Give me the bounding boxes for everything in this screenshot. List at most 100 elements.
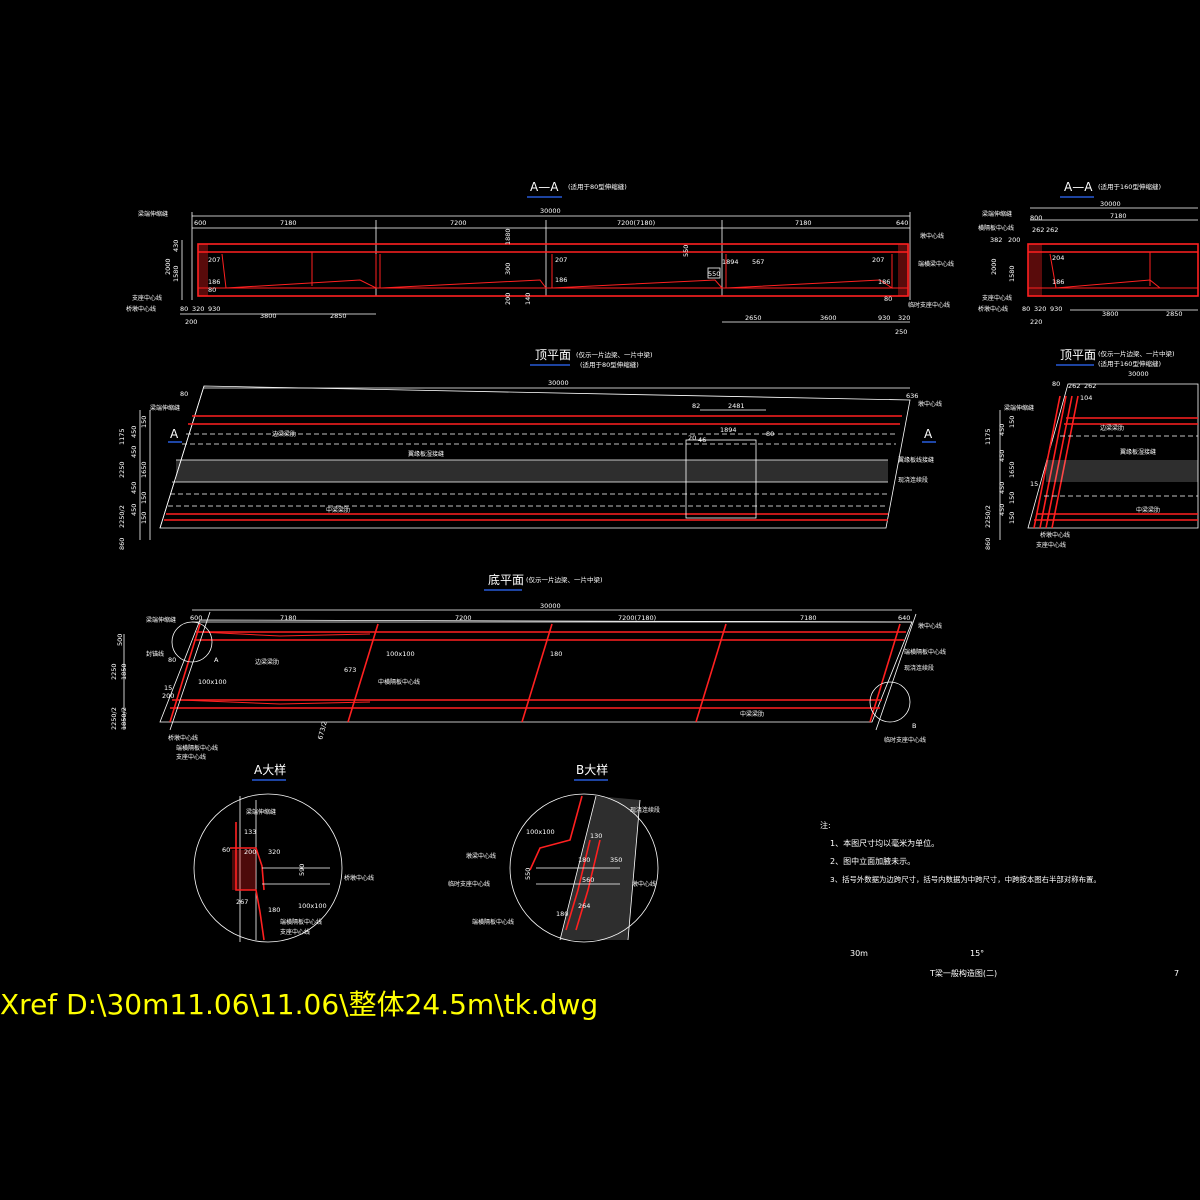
bottom-dim: 320 (898, 314, 910, 322)
bottom-outline (159, 619, 913, 723)
end-dim: 80 (180, 390, 188, 398)
label-edge-rib: 边梁梁肋 (1100, 424, 1124, 432)
label-temp-support: 临时支座中心线 (448, 880, 490, 888)
detail-dim: 186 (1052, 278, 1064, 286)
detail-dim: 262 (1046, 226, 1058, 234)
bottom-dim: 930 (208, 305, 220, 313)
side-dim: 450 (998, 504, 1006, 516)
label-mid-rib: 中梁梁肋 (740, 710, 764, 718)
notes-heading: 注: (820, 820, 831, 830)
detail-dim: 180 (268, 906, 280, 914)
detail-dim: 267 (236, 898, 248, 906)
label-expansion-joint: 梁端伸缩缝 (146, 616, 176, 624)
label-pier-centerline-right: 墩中心线 (920, 232, 944, 240)
bottom-dim: 3600 (820, 314, 837, 322)
detail-dim: 130 (590, 832, 602, 840)
web-haunch (725, 254, 893, 289)
height-dim: 430 (172, 240, 180, 252)
label-expansion-joint: 梁端伸缩缝 (138, 210, 168, 218)
label-pier-centerline: 墩中心线 (632, 880, 656, 888)
chamfer-callout: 100x100 (198, 678, 227, 686)
height-dim: 2000 (990, 258, 998, 275)
label-end-diaphragm: 端横梁中心线 (918, 260, 954, 268)
detail-dim: 550 (708, 270, 720, 278)
label-expansion-joint: 梁端伸缩缝 (150, 404, 180, 412)
label-pier-centerline-right: 墩中心线 (918, 622, 942, 630)
label-pier-centerline: 桥墩中心线 (978, 305, 1008, 313)
end-block-left (198, 244, 208, 296)
detail-dim: 186 (208, 278, 220, 286)
side-dim: 450 (130, 504, 138, 516)
section-aa-main-title: A—A (530, 180, 559, 194)
side-dim: 2250 (118, 461, 126, 478)
label-cast-in-place: 现浇连续段 (904, 664, 934, 672)
section-marker-a-right: A (924, 427, 933, 441)
label-temp-support: 临时支座中心线 (884, 736, 926, 744)
bottom-dim: 930 (1050, 305, 1062, 313)
chamfer-callout: 100x100 (386, 650, 415, 658)
plan-top-main: 顶平面 (仅示一片边梁、一片中梁) (适用于80型伸缩缝) 30000 80 6… (118, 348, 942, 550)
mid-block (685, 439, 757, 519)
bottom-dim: 250 (895, 328, 907, 336)
rib-fill (232, 850, 256, 890)
span-dim: 7200(7180) (617, 219, 655, 227)
side-dim: 150 (1008, 416, 1016, 428)
label-expansion-joint: 梁端伸缩缝 (982, 210, 1012, 218)
label-pier-centerline: 桥墩中心线 (126, 305, 156, 313)
end-block-right (898, 244, 910, 296)
bottom-dim: 320 (192, 305, 204, 313)
side-dim: 450 (998, 450, 1006, 462)
xref-path: Xref D:\30m11.06\11.06\整体24.5m\tk.dwg (0, 988, 598, 1021)
side-dim: 450 (130, 482, 138, 494)
label-flange-joint: 翼缘板线接缝 (898, 456, 934, 464)
detail-dim: 382 (990, 236, 1002, 244)
side-dim: 450 (130, 426, 138, 438)
total-length: 30000 (540, 207, 561, 215)
wet-joint-hatch (1046, 460, 1198, 482)
bottom-dim: 3800 (1102, 310, 1119, 318)
side-dim: 500 (116, 634, 124, 646)
side-dim: 1650 (140, 461, 148, 478)
section-aa-side-title: A—A (1064, 180, 1093, 194)
detail-dim: 673/2 (316, 720, 329, 740)
side-dim: 860 (984, 538, 992, 550)
skew-diaphragm (169, 623, 201, 723)
rib-outline (235, 822, 265, 941)
side-dim: 450 (130, 446, 138, 458)
detail-a-circle (193, 793, 343, 943)
detail-dim: 80 (884, 295, 892, 303)
section-aa-side: A—A (适用于160型伸缩缝) 30000 7180 800 262 262 … (978, 180, 1199, 326)
side-dim: 1850 (120, 663, 128, 680)
skew-centerline (875, 613, 917, 731)
label-wet-joint: 翼缘板湿接缝 (1120, 448, 1156, 456)
end-dim: 636 (906, 392, 918, 400)
detail-dim: 82 (692, 402, 700, 410)
side-dim: 450 (998, 482, 1006, 494)
note-item: 2、图中立面加腋未示。 (830, 856, 915, 866)
skew-rib (1039, 395, 1067, 529)
web-haunch (221, 253, 377, 289)
end-dim: 600 (190, 614, 202, 622)
label-end-diaphragm: 端横隔板中心线 (472, 918, 514, 926)
height-dim: 2000 (164, 258, 172, 275)
end-right-dim: 640 (896, 219, 908, 227)
bottom-dim: 2850 (1166, 310, 1183, 318)
detail-dim: 550 (682, 245, 690, 257)
note-item: 3、括号外数据为边跨尺寸，括号内数据为中跨尺寸，中跨按本图右半部对称布置。 (830, 875, 1101, 884)
side-dim: 150 (140, 512, 148, 524)
plan-bottom-note: (仅示一片边梁、一片中梁) (526, 575, 603, 584)
label-pier-centerline: 桥墩中心线 (1040, 531, 1070, 539)
label-wet-joint: 翼缘板湿接缝 (408, 450, 444, 458)
detail-dim: 186 (878, 278, 890, 286)
detail-dim: 200 (1008, 236, 1020, 244)
label-cast-in-place: 现浇连续段 (898, 476, 928, 484)
detail-dim: 207 (208, 256, 220, 264)
detail-dim: 200 (244, 848, 256, 856)
label-edge-rib: 边梁梁肋 (255, 658, 279, 666)
label-end-diaphragm-right: 端横隔板中心线 (904, 648, 946, 656)
plan-bottom: 底平面 (仅示一片边梁、一片中梁) 30000 600 7180 7200 72… (110, 572, 946, 761)
label-support-centerline: 支座中心线 (982, 294, 1012, 302)
label-temp-support: 临时支座中心线 (908, 301, 950, 309)
rib-outline (230, 847, 265, 891)
